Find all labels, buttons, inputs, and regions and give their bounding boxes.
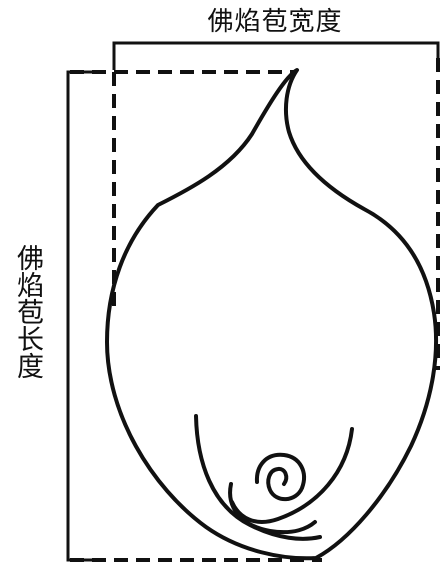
length-dimension-line	[66, 70, 92, 562]
spathe-inner-fold	[228, 482, 317, 535]
spathe-width-label: 佛焰苞宽度	[207, 7, 343, 37]
spathe-inner-right-curve	[230, 427, 354, 524]
width-dimension-line	[112, 41, 440, 70]
spathe-outline	[105, 68, 439, 561]
spathe-length-label: 佛焰苞长度	[12, 244, 43, 379]
spadix-spiral	[254, 452, 306, 502]
